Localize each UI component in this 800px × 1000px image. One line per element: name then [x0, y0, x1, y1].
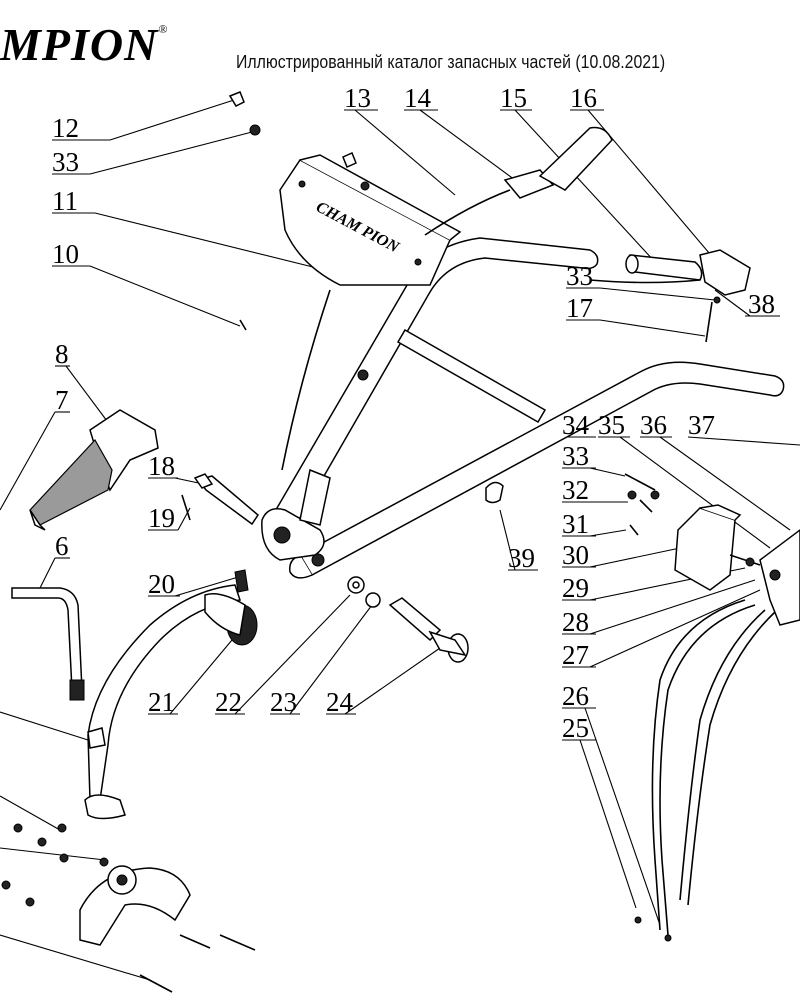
clip-39 [485, 481, 504, 504]
part-label-16: 16 [570, 83, 597, 113]
part-labels: 12 33 11 10 13 14 15 16 33 17 38 8 7 18 … [52, 83, 775, 743]
part-label-32: 32 [562, 475, 589, 505]
part-label-8: 8 [55, 339, 69, 369]
part-label-27: 27 [562, 640, 589, 670]
lower-handle [84, 584, 242, 820]
part-label-17: 17 [566, 293, 593, 323]
part-label-23: 23 [270, 687, 297, 717]
part-label-30: 30 [562, 540, 589, 570]
clutch-box [624, 473, 742, 591]
part-label-6: 6 [55, 531, 69, 561]
brand-logo: MPION® [0, 18, 168, 71]
part-label-21: 21 [148, 687, 175, 717]
handle-grip [589, 249, 751, 343]
right-bracket [729, 529, 800, 626]
bolt-18 [181, 473, 259, 526]
brand-name: MPION [0, 19, 159, 70]
part-label-20: 20 [148, 569, 175, 599]
part-label-33-stack: 33 [562, 441, 589, 471]
washers-and-lever [347, 576, 469, 663]
registered-mark: ® [158, 22, 169, 36]
part-label-29: 29 [562, 573, 589, 603]
control-panel: CHAM PION [279, 151, 462, 286]
part-label-10: 10 [52, 239, 79, 269]
leader-lines [0, 99, 800, 981]
part-label-18: 18 [148, 451, 175, 481]
part-label-37: 37 [688, 410, 715, 440]
part-label-36: 36 [640, 410, 667, 440]
part-label-19: 19 [148, 503, 175, 533]
part-label-34: 34 [562, 410, 590, 440]
part-label-35: 35 [598, 410, 625, 440]
handlebar-top [261, 237, 599, 567]
part-label-14: 14 [404, 83, 432, 113]
part-label-38: 38 [748, 289, 775, 319]
part-label-24: 24 [326, 687, 354, 717]
bottom-bracket [1, 823, 256, 993]
cover-part-8 [29, 409, 159, 531]
part-label-28: 28 [562, 607, 589, 637]
part-label-12: 12 [52, 113, 79, 143]
part-label-11: 11 [52, 186, 78, 216]
gear-21 [204, 569, 258, 646]
cables-25-26 [634, 599, 776, 942]
part-label-39: 39 [508, 543, 535, 573]
part-label-15: 15 [500, 83, 527, 113]
part-label-33-left: 33 [52, 147, 79, 177]
part-label-25: 25 [562, 713, 589, 743]
throttle-cable [281, 126, 613, 471]
fasteners-top [228, 91, 369, 381]
part-label-13: 13 [344, 83, 371, 113]
part-label-7: 7 [55, 385, 69, 415]
handlebar-upper [288, 361, 785, 579]
part-label-22: 22 [215, 687, 242, 717]
part-label-31: 31 [562, 509, 589, 539]
rod-6 [11, 587, 85, 701]
part-label-33-right: 33 [566, 261, 593, 291]
part-label-26: 26 [562, 681, 589, 711]
catalog-title: Иллюстрированный каталог запасных частей… [236, 52, 666, 72]
